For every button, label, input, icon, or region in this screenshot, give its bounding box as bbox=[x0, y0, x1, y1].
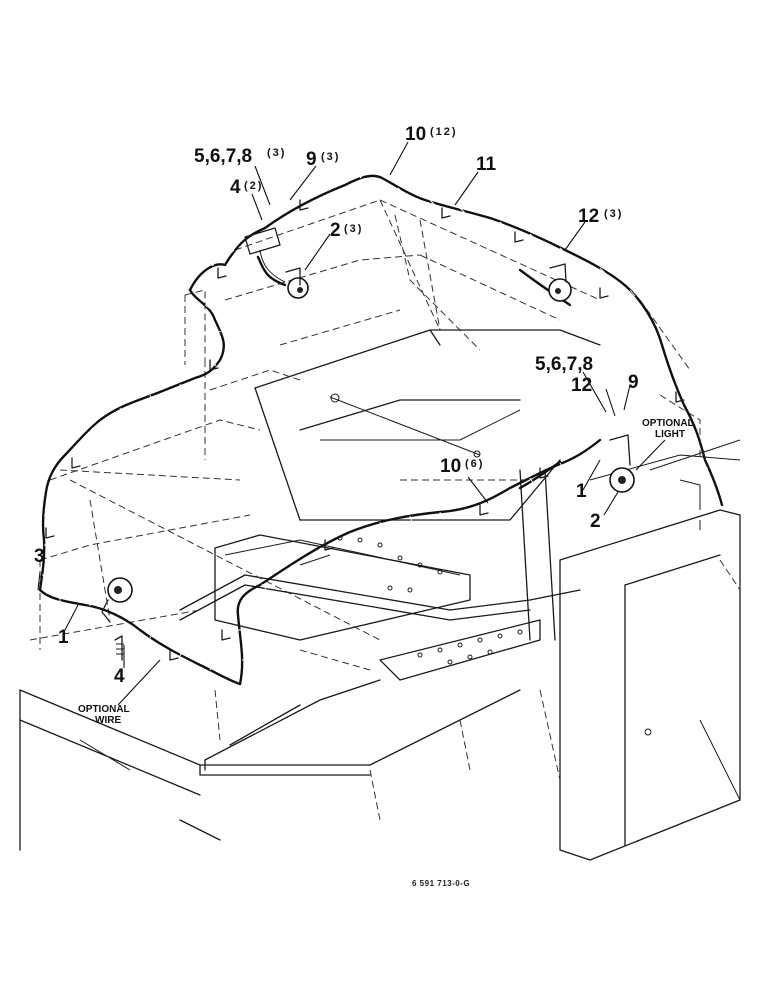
callout-11: 11 bbox=[476, 154, 497, 175]
callout-1-left: 1 bbox=[58, 627, 69, 648]
hardware-stack-left bbox=[114, 635, 124, 661]
callout-9-top: 9 bbox=[306, 149, 317, 170]
lamp-top-left bbox=[285, 267, 309, 299]
callout-4-left: 4 bbox=[114, 666, 125, 687]
figure-reference-number: 6 591 713-0-G bbox=[412, 879, 470, 888]
callout-4-top-qty: (2) bbox=[244, 180, 263, 192]
wire-coils bbox=[42, 171, 717, 671]
callout-10-mid-qty: (6) bbox=[465, 458, 484, 470]
bracket-clamps bbox=[45, 199, 685, 661]
callout-optional-wire-2: WIRE bbox=[95, 715, 121, 726]
machine-structure bbox=[19, 329, 741, 861]
leader-lines bbox=[37, 141, 666, 706]
callout-labels: 5,6,7,8 (3) 9 (3) 4 (2) 2 (3) 10 (12) 11… bbox=[34, 124, 694, 726]
lamp-top-right bbox=[548, 263, 572, 302]
callout-5678-top: 5,6,7,8 bbox=[194, 146, 252, 167]
callout-9-top-qty: (3) bbox=[321, 151, 340, 163]
callout-2-top: 2 bbox=[330, 220, 341, 241]
callout-4-top: 4 bbox=[230, 177, 241, 198]
callout-1-right: 1 bbox=[576, 481, 587, 502]
callout-12-top-qty: (3) bbox=[604, 208, 623, 220]
callout-9-right: 9 bbox=[628, 372, 639, 393]
callout-optional-light-1: OPTIONAL bbox=[642, 418, 694, 429]
callout-optional-wire-1: OPTIONAL bbox=[78, 704, 130, 715]
callout-12-right: 12 bbox=[571, 375, 592, 396]
callout-10-mid: 10 bbox=[440, 456, 461, 477]
callout-10-top-qty: (12) bbox=[430, 126, 458, 138]
callout-2-top-qty: (3) bbox=[344, 223, 363, 235]
callout-3: 3 bbox=[34, 546, 45, 567]
callout-5678-right: 5,6,7,8 bbox=[535, 354, 593, 375]
callout-12-top: 12 bbox=[578, 206, 599, 227]
callout-optional-light-2: LIGHT bbox=[655, 429, 685, 440]
callout-5678-top-qty: (3) bbox=[267, 147, 286, 159]
callout-10-top: 10 bbox=[405, 124, 426, 145]
callout-2-right: 2 bbox=[590, 511, 601, 532]
bracket-4-top bbox=[244, 227, 286, 283]
lamp-left bbox=[101, 577, 133, 623]
wiring-harness bbox=[38, 171, 724, 686]
lamp-right-optional bbox=[609, 434, 635, 493]
